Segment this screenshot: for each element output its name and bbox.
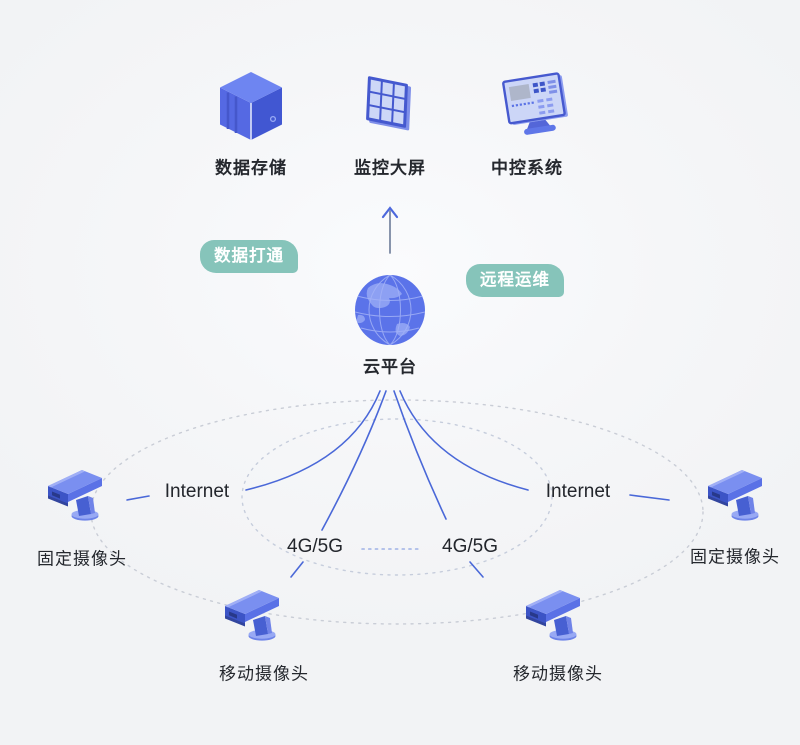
badge-remote-ops: 远程运维: [466, 264, 564, 297]
link-internet-left-to-camera: [126, 495, 150, 501]
mobile-camera-left-label: 移动摄像头: [219, 664, 309, 684]
dashed-ellipse-inner: [241, 418, 553, 576]
camera-icon-fixed-left: [48, 470, 102, 521]
camera-icon-fixed-right: [708, 470, 762, 521]
up-arrow-icon: [381, 206, 399, 254]
bigscreen-label: 监控大屏: [354, 158, 426, 178]
link-4g5g-left: [321, 390, 387, 531]
internet-label-right: Internet: [545, 481, 611, 502]
globe-icon: [355, 275, 425, 345]
cell-4g5g-label-right: 4G/5G: [442, 536, 498, 557]
internet-label-left: Internet: [164, 481, 230, 502]
camera-icon-mobile-left: [225, 590, 279, 641]
storage-label: 数据存储: [215, 158, 287, 178]
dashed-ellipse-outer: [90, 399, 704, 625]
fixed-camera-left-label: 固定摄像头: [37, 549, 127, 569]
fixed-camera-right-label: 固定摄像头: [690, 547, 780, 567]
dashed-orbit-ellipses: [90, 399, 704, 625]
mobile-camera-right-label: 移动摄像头: [513, 664, 603, 684]
link-internet-right-to-camera: [629, 494, 670, 501]
link-internet-right: [399, 390, 529, 491]
link-4g5g-right: [393, 390, 447, 520]
badge-data-integration: 数据打通: [200, 240, 298, 273]
cloud-platform-label: 云平台: [363, 357, 417, 377]
cell-4g5g-label-left: 4G/5G: [287, 536, 343, 557]
bigscreen-icon: [366, 76, 412, 131]
link-4g5g-left-to-camera: [290, 561, 304, 578]
control-system-label: 中控系统: [491, 158, 563, 178]
connection-lines: [126, 390, 670, 578]
storage-icon: [220, 72, 282, 140]
link-4g5g-right-to-camera: [469, 561, 484, 578]
link-internet-left: [245, 390, 381, 491]
control-system-icon: [502, 72, 568, 135]
camera-icon-mobile-right: [526, 590, 580, 641]
